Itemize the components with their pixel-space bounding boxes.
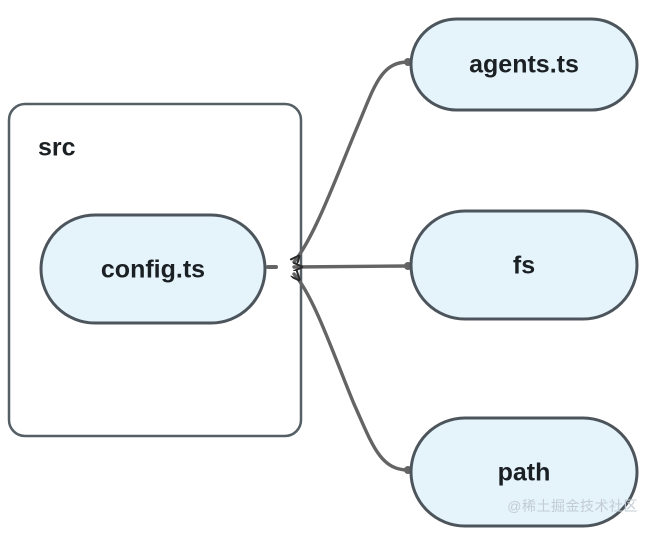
node-agents-ts-label: agents.ts xyxy=(469,51,579,79)
node-config-ts-label: config.ts xyxy=(101,256,205,284)
node-agents-ts-shape xyxy=(409,17,639,112)
node-fs-shape xyxy=(409,209,639,321)
node-config-ts[interactable]: config.ts xyxy=(39,213,267,325)
edge-group xyxy=(292,60,410,472)
cluster-src-label: src xyxy=(38,134,76,162)
node-config-ts-shape xyxy=(39,213,267,325)
edge-endpoint-config xyxy=(266,265,278,269)
node-path[interactable]: path xyxy=(409,416,639,528)
node-path-shape xyxy=(409,416,639,528)
node-fs-label: fs xyxy=(513,252,535,280)
node-agents-ts[interactable]: agents.ts xyxy=(409,17,639,112)
node-fs[interactable]: fs xyxy=(409,209,639,321)
edge-path-to-config[interactable] xyxy=(294,274,410,472)
edge-agents-to-config[interactable] xyxy=(294,60,410,262)
node-path-label: path xyxy=(498,459,551,487)
edge-fs-to-config[interactable] xyxy=(292,266,410,267)
